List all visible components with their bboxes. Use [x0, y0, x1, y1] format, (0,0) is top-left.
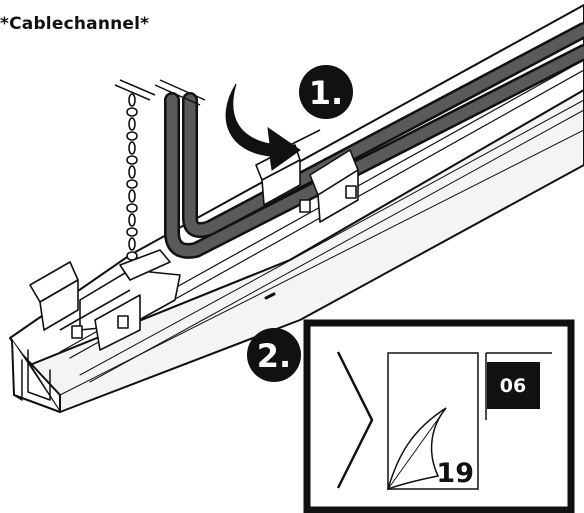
step-1-label: 1. — [309, 74, 343, 112]
cables — [164, 22, 584, 259]
channel-clip-left — [29, 249, 181, 351]
page-title: *Cablechannel* — [0, 14, 150, 34]
step-2-label: 2. — [257, 337, 291, 375]
ceiling-hatch — [114, 79, 206, 106]
chevron-right-icon — [336, 351, 374, 489]
page-badge-label: 06 — [500, 375, 526, 397]
page-number: 19 — [436, 458, 474, 489]
step-2-badge: 2. — [247, 328, 301, 382]
curved-arrow-icon — [225, 83, 301, 171]
page-badge — [487, 362, 540, 409]
suspension-chain — [126, 93, 138, 261]
manual-reference-inset: 19 06 — [303, 319, 575, 513]
step-1-badge: 1. — [299, 65, 353, 119]
